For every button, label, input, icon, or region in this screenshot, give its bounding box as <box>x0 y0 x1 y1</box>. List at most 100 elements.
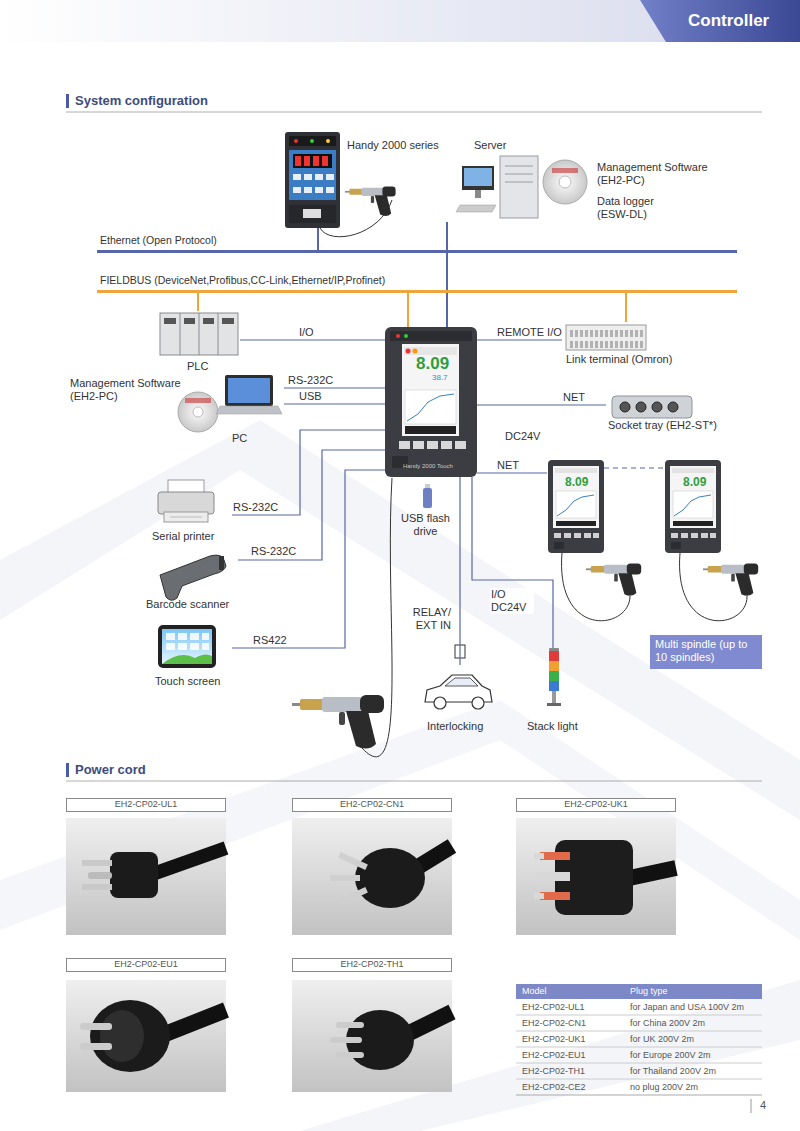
text-anchor: Data logger (ESW-DL) <box>597 195 677 221</box>
link-terminal <box>566 325 646 350</box>
signal-label: RS-232C <box>287 374 334 387</box>
table-cell: no plug 200V 2m <box>630 1082 698 1093</box>
connector-line <box>232 430 385 515</box>
laptop-icon <box>216 375 282 414</box>
plc-icon <box>222 318 234 324</box>
device-node: Touch screen <box>150 622 232 691</box>
handy-controller <box>289 205 336 223</box>
text-anchor: Handy 2000 series <box>347 139 439 152</box>
touch-screen <box>202 633 209 640</box>
device-node: PC <box>218 372 284 448</box>
handy-controller <box>326 187 334 193</box>
plc-icon <box>160 313 238 355</box>
software-disc <box>178 392 218 432</box>
main-controller <box>441 441 452 449</box>
main-controller <box>413 349 418 354</box>
software-node: Management Software (EH2-PC) Data logger … <box>542 157 728 225</box>
connector-line <box>604 467 665 468</box>
plug-table <box>516 984 762 999</box>
signal-label: NET <box>562 391 586 404</box>
plc-icon <box>184 318 195 324</box>
main-controller <box>405 390 456 424</box>
text-anchor: 8.09 <box>416 354 449 374</box>
plug-photo <box>534 893 544 899</box>
table-cell: for Europe 200V 2m <box>630 1050 711 1061</box>
table-cell: EH2-CP02-UL1 <box>522 1002 585 1013</box>
spindle-units <box>703 564 758 596</box>
text-anchor: EH2-CP02-CN1 <box>293 799 451 810</box>
spindle-units <box>548 460 604 553</box>
device-node: Stack light <box>522 648 588 736</box>
connector-line <box>477 404 606 405</box>
text-anchor: EH2-CP02-UL1 <box>522 1002 585 1013</box>
socket-tray <box>620 402 630 412</box>
text-anchor: 38.7 <box>432 373 448 383</box>
plc-icon <box>164 318 176 324</box>
plug-photo <box>82 884 112 890</box>
handy-controller <box>295 156 301 166</box>
main-controller <box>404 334 408 338</box>
node-text: 8.09 <box>416 354 449 374</box>
device-node: Server <box>440 136 540 222</box>
server-icon <box>456 205 496 212</box>
plug-photo <box>110 852 158 898</box>
software-disc <box>559 176 571 188</box>
section-heading <box>66 94 762 781</box>
main-controller <box>413 441 424 449</box>
text-anchor: PLC <box>187 360 208 373</box>
main-controller <box>407 394 454 421</box>
node-text: Link terminal (Omron) <box>566 353 672 366</box>
plug-table <box>516 1063 762 1064</box>
touch-screen <box>190 643 199 650</box>
table-cell: EH2-CP02-UK1 <box>522 1034 586 1045</box>
background-facets <box>0 700 800 940</box>
text-anchor: RELAY/ EXT IN <box>404 606 452 632</box>
text-anchor: RS-232C <box>250 545 297 558</box>
model-caption: EH2-CP02-EU1 <box>66 958 226 972</box>
fieldbus: FIELDBUS (DeviceNet,Profibus,CC-Link,Eth… <box>97 290 737 293</box>
node-text: Interlocking <box>427 720 483 733</box>
node-text: EH2-CP02-UL1 <box>67 799 225 810</box>
text-anchor: Socket tray (EH2-ST*) <box>608 419 717 432</box>
main-controller <box>385 327 477 477</box>
connector-line <box>240 339 385 340</box>
touch-screen <box>202 643 209 650</box>
plug-photo <box>336 1052 364 1058</box>
handy-controller <box>326 139 330 143</box>
text-anchor: Management Software (EH2-PC) <box>597 161 725 187</box>
main-controller <box>399 441 410 449</box>
node-text: Data logger (ESW-DL) <box>597 195 677 221</box>
section-heading <box>66 94 69 108</box>
ethernet-bus: Ethernet (Open Protocol) <box>97 250 737 253</box>
plug-photo <box>338 852 368 870</box>
text-anchor: Plug type <box>630 986 668 997</box>
handy-controller <box>293 174 301 180</box>
socket-tray <box>612 396 692 418</box>
signal-label: USB <box>298 390 323 403</box>
socket-tray <box>668 402 678 412</box>
node-text: Barcode scanner <box>146 598 229 611</box>
main-controller <box>404 347 457 355</box>
text-anchor: Barcode scanner <box>146 598 229 611</box>
text-anchor: Model <box>522 986 547 997</box>
software-disc <box>193 407 203 417</box>
text-anchor: 8.09 <box>565 475 588 489</box>
plug-table <box>516 1095 762 1096</box>
device-node: Socket tray (EH2-ST*) <box>606 390 726 436</box>
text-anchor: for UK 200V 2m <box>630 1034 694 1045</box>
device-node: PLC <box>156 311 240 376</box>
text-anchor: Handy 2000 Touch <box>403 463 453 470</box>
node-text: Management Software (EH2-PC) <box>597 161 725 187</box>
plug-table <box>516 984 762 1095</box>
connector-line <box>459 477 460 665</box>
header-tab: Controller <box>640 0 800 42</box>
printer-icon <box>158 492 214 514</box>
connector-line <box>317 228 319 250</box>
handy-controller <box>315 187 323 193</box>
signal-label: I/O DC24V <box>490 588 534 614</box>
plug-photo <box>338 887 368 905</box>
spindle-node: 8.09 <box>547 460 604 553</box>
text-anchor: DC24V <box>505 430 540 443</box>
printer-icon <box>158 480 214 522</box>
